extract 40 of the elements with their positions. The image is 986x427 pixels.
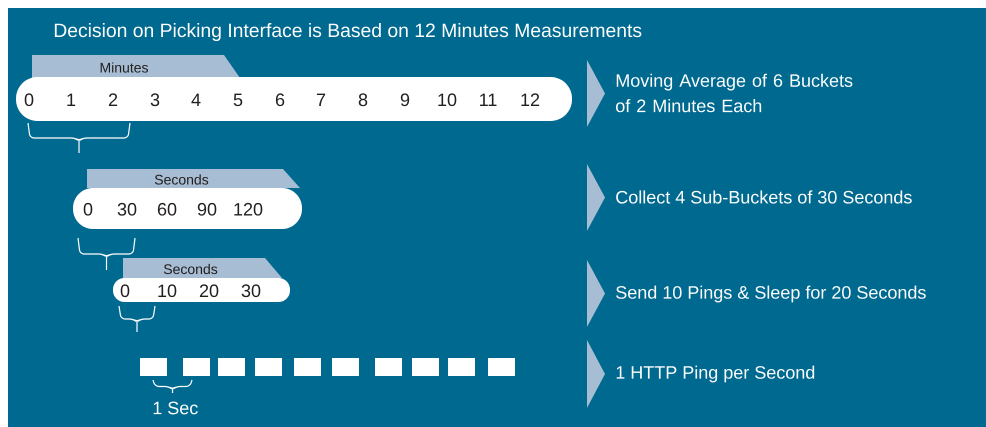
tick-number: 0 <box>84 202 92 216</box>
tick-number: 4 <box>191 94 200 106</box>
tick-number: 12 <box>521 93 540 106</box>
tick-number: 9 <box>400 93 410 106</box>
tick-number: 8 <box>358 93 368 106</box>
tick-number: 120 <box>234 202 262 216</box>
ping-block <box>218 358 245 376</box>
tick-number: 30 <box>242 284 260 298</box>
ping-block <box>375 358 402 376</box>
step-description: Moving Average of 6 Buckets of 2 Minutes Each <box>616 74 852 112</box>
tick-number: 0 <box>120 284 130 298</box>
ping-block <box>140 358 167 376</box>
tick-number: 0 <box>24 93 34 106</box>
step-description: Send 10 Pings & Sleep for 20 Seconds <box>616 286 926 302</box>
tick-number: 30 <box>118 202 136 216</box>
step-description: Collect 4 Sub-Buckets of 30 Seconds <box>616 190 912 204</box>
tick-number: 1 <box>67 94 76 106</box>
ping-block <box>255 358 282 376</box>
tick-number: 90 <box>198 202 216 216</box>
tick-number: 7 <box>316 94 326 106</box>
step-description: 1 HTTP Ping per Second <box>616 366 814 382</box>
tick-number: 6 <box>276 93 284 106</box>
ping-block <box>448 358 475 376</box>
ping-block <box>332 358 359 376</box>
title: Decision on Picking Interface is Based on 12 Minutes Measurements <box>54 22 642 41</box>
tick-number: 10 <box>158 284 176 298</box>
ping-block <box>412 358 439 376</box>
tick-number: 10 <box>438 93 456 106</box>
ping-block <box>488 358 515 376</box>
time-label: 1 Sec <box>154 402 198 414</box>
tick-number: 5 <box>234 94 242 106</box>
tick-number: 3 <box>150 93 160 106</box>
unit-tab: Minutes <box>32 55 240 78</box>
tick-number: 11 <box>480 94 496 106</box>
ping-block <box>183 358 210 376</box>
ping-block <box>294 358 321 376</box>
tick-number: 60 <box>158 202 176 216</box>
unit-tab: Seconds <box>87 169 300 188</box>
tick-number: 20 <box>200 284 218 298</box>
tick-number: 2 <box>108 93 118 106</box>
